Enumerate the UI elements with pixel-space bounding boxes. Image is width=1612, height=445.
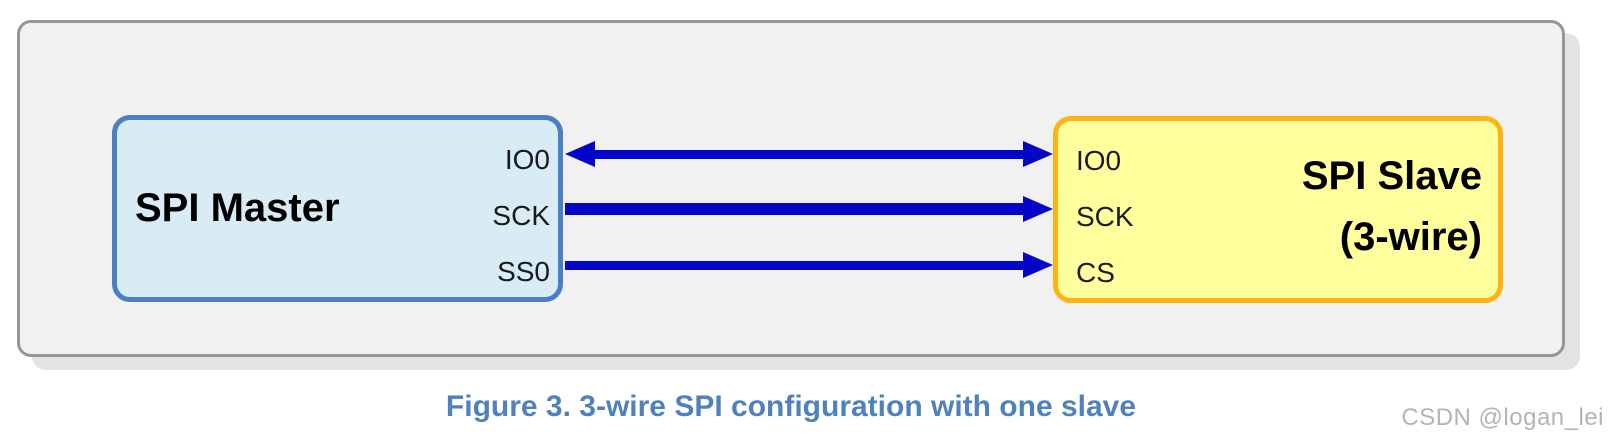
slave-port-sck: SCK bbox=[1076, 201, 1134, 232]
master-port-ss0: SS0 bbox=[497, 256, 550, 287]
spi-master-title: SPI Master bbox=[135, 186, 340, 230]
slave-title-line2: (3-wire) bbox=[1339, 214, 1482, 259]
wire-line bbox=[565, 260, 1023, 270]
arrowhead-right-icon bbox=[1023, 141, 1053, 167]
slave-port-io0: IO0 bbox=[1076, 145, 1122, 176]
wire-sck bbox=[565, 195, 1053, 223]
spi-slave-title: SPI Slave (3-wire) bbox=[1302, 121, 1482, 298]
slave-title-line1: SPI Slave bbox=[1301, 153, 1482, 198]
slave-ports: IO0 SCK CS bbox=[1076, 133, 1134, 301]
wires bbox=[20, 23, 1562, 354]
spi-slave-box: IO0 SCK CS SPI Slave (3-wire) bbox=[1053, 116, 1503, 303]
master-ports: IO0 SCK SS0 bbox=[492, 132, 550, 300]
wire-line bbox=[565, 203, 1023, 215]
slave-port-cs: CS bbox=[1076, 257, 1115, 288]
master-port-sck: SCK bbox=[492, 200, 550, 231]
arrowhead-right-icon bbox=[1023, 252, 1053, 278]
figure-caption: Figure 3. 3-wire SPI configuration with … bbox=[445, 390, 1137, 423]
wire-io0 bbox=[565, 140, 1053, 168]
spi-master-box: SPI Master IO0 SCK SS0 bbox=[112, 115, 563, 302]
master-port-io0: IO0 bbox=[504, 144, 550, 175]
arrowhead-left-icon bbox=[565, 141, 595, 167]
watermark: CSDN @logan_lei bbox=[1401, 404, 1604, 431]
wire-ss0-cs bbox=[565, 251, 1053, 279]
arrowhead-right-icon bbox=[1023, 196, 1053, 222]
wire-line bbox=[595, 149, 1023, 159]
diagram-panel: SPI Master IO0 SCK SS0 IO0 SCK CS SPI Sl… bbox=[17, 20, 1565, 357]
